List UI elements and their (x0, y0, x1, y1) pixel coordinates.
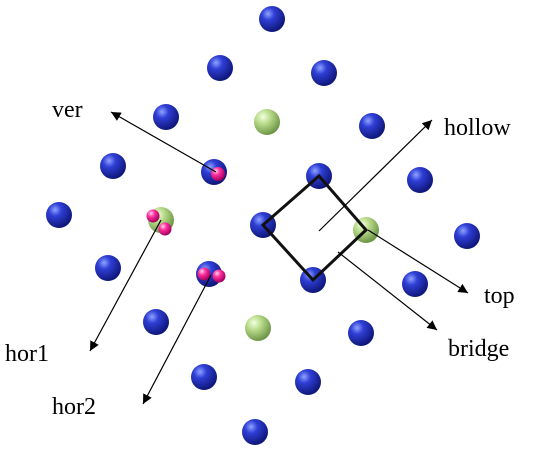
pink-adsorbate-atom (158, 222, 172, 236)
blue-atom (191, 364, 217, 390)
label-top: top (484, 283, 515, 309)
label-hor1: hor1 (5, 341, 49, 367)
blue-atom (359, 113, 385, 139)
hor1-pointer-line (89, 219, 162, 352)
ver-pointer-line (110, 111, 217, 173)
blue-atom (46, 202, 72, 228)
blue-atom (454, 223, 480, 249)
unit-cell (260, 173, 369, 283)
blue-atom (207, 55, 233, 81)
label-bridge: bridge (448, 336, 509, 362)
hor2-pointer-line (142, 274, 212, 405)
hollow-pointer-line (318, 119, 433, 232)
pink-adsorbate-atom (197, 267, 211, 281)
blue-atom (348, 320, 374, 346)
blue-atom (153, 104, 179, 130)
blue-atom (407, 167, 433, 193)
pink-adsorbate-atom (146, 209, 160, 223)
green-atom (254, 109, 280, 135)
blue-atom (259, 6, 285, 32)
blue-atom (100, 153, 126, 179)
blue-atom (242, 419, 268, 445)
top-pointer-line (367, 229, 469, 294)
label-hor2: hor2 (52, 394, 96, 420)
blue-atom (402, 271, 428, 297)
label-hollow: hollow (444, 115, 511, 141)
blue-atom (295, 369, 321, 395)
label-ver: ver (52, 97, 83, 123)
blue-atom (143, 309, 169, 335)
pink-adsorbate-atom (211, 167, 225, 181)
bridge-pointer-line (337, 251, 438, 331)
blue-atom (311, 60, 337, 86)
pink-adsorbate-atom (212, 269, 226, 283)
blue-atom (95, 255, 121, 281)
green-atom (245, 315, 271, 341)
